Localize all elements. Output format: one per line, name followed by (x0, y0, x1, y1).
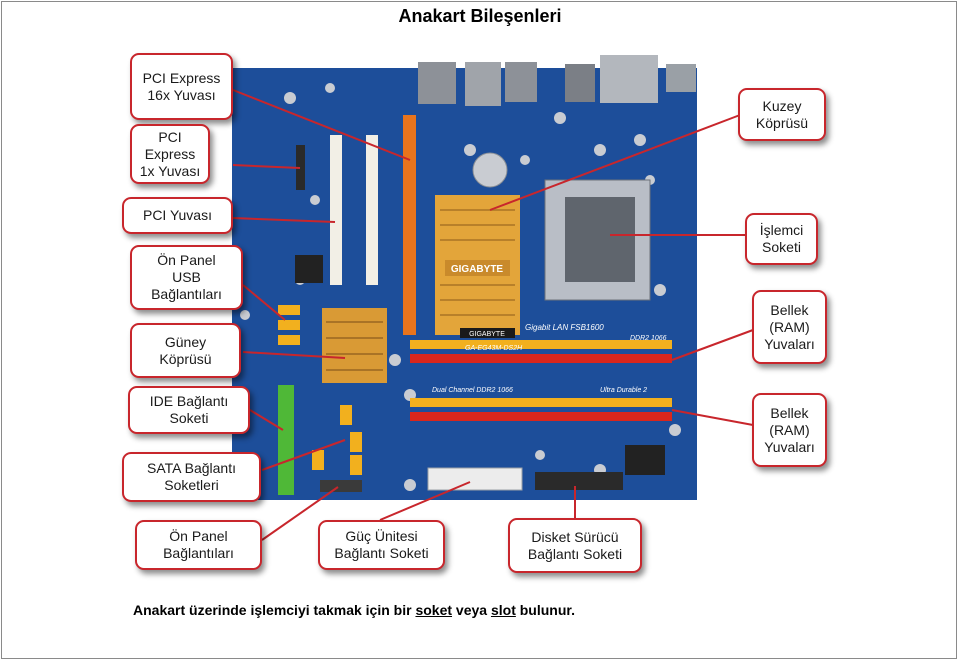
brand-strip (460, 328, 515, 338)
pcb-components (240, 83, 681, 491)
callout-cpu: İşlemci Soketi (745, 213, 818, 265)
caption-part-1: Anakart üzerinde işlemciyi takmak için b… (133, 602, 416, 618)
southbridge-heatsink (322, 308, 387, 383)
cmos-battery (472, 152, 508, 188)
ram-slot-1 (410, 340, 672, 349)
callout-floppy: Disket Sürücü Bağlantı Soketi (508, 518, 642, 573)
board-lan-text: Gigabit LAN FSB1600 (525, 323, 604, 332)
pci-slot-2 (366, 135, 378, 285)
caption-part-3: bulunur. (515, 602, 575, 618)
callout-ram-2: Bellek (RAM) Yuvaları (752, 393, 827, 467)
board-ddr-text: DDR2 1066 (630, 335, 667, 342)
callout-frontpanel: Ön Panel Bağlantıları (135, 520, 262, 570)
callout-pcie1: PCI Express 1x Yuvası (130, 124, 210, 184)
callout-pci: PCI Yuvası (122, 197, 233, 234)
ram-slot-4 (410, 412, 672, 421)
callout-leaders (232, 89, 754, 541)
pcie1-slot (296, 145, 305, 190)
heatsink-fins (440, 209, 515, 316)
board-dual-text: Dual Channel DDR2 1066 (432, 387, 513, 394)
callout-pcie16: PCI Express 16x Yuvası (130, 53, 233, 120)
ide-socket (278, 385, 294, 495)
pcie16-slot (403, 115, 416, 335)
chip-2 (625, 445, 665, 475)
board-durable-text: Ultra Durable 2 (600, 387, 647, 394)
rear-io-ports (418, 55, 696, 106)
callout-ide: IDE Bağlantı Soketi (128, 386, 250, 434)
page-title: Anakart Bileşenleri (398, 6, 562, 26)
front-panel-header (320, 480, 362, 492)
heatsink-brand: GIGABYTE (451, 264, 504, 275)
caption-part-2: veya (452, 602, 491, 618)
cpu-socket-center (565, 197, 635, 282)
board-model-text: GA-EG43M-DS2H (465, 345, 523, 352)
callout-ram-1: Bellek (RAM) Yuvaları (752, 290, 827, 364)
floppy-connector (535, 472, 623, 490)
pci-slot-1 (330, 135, 342, 285)
io-chip (295, 255, 323, 283)
sata-sockets (312, 405, 362, 475)
power-connector (427, 467, 523, 491)
callout-sata: SATA Bağlantı Soketleri (122, 452, 261, 502)
callout-northbridge: Kuzey Köprüsü (738, 88, 826, 141)
callout-usb: Ön Panel USB Bağlantıları (130, 245, 243, 310)
callout-southbridge: Güney Köprüsü (130, 323, 241, 378)
front-usb-headers (278, 305, 300, 345)
callout-psu: Güç Ünitesi Bağlantı Soketi (318, 520, 445, 570)
caption: Anakart üzerinde işlemciyi takmak için b… (133, 602, 575, 618)
ram-slot-2 (410, 354, 672, 363)
caption-soket: soket (415, 602, 453, 618)
brand-strip-text: GIGABYTE (469, 331, 505, 338)
southbridge-fins (326, 321, 383, 371)
ram-slot-3 (410, 398, 672, 407)
heatsink-brand-plate (445, 260, 510, 276)
caption-slot: slot (490, 602, 516, 618)
